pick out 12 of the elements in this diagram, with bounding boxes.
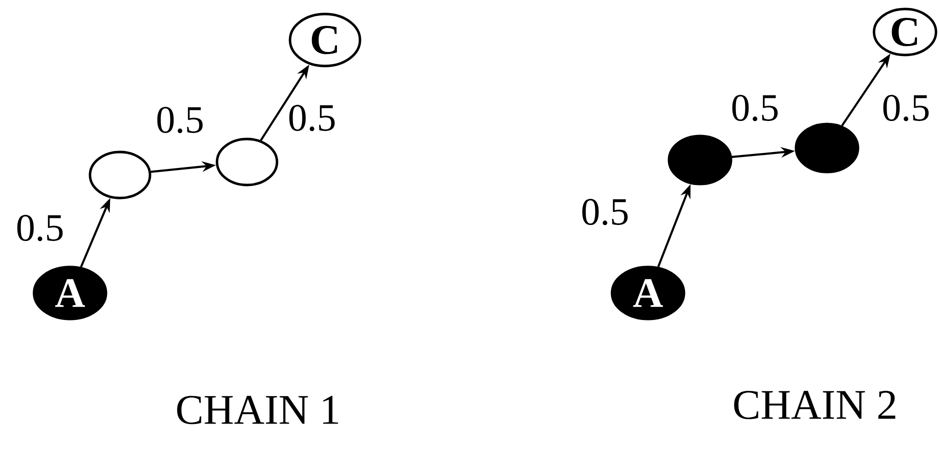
edge-label: 0.5	[880, 93, 932, 123]
chain-title: CHAIN 2	[734, 390, 896, 420]
edge-label: 0.5	[729, 93, 781, 123]
filled-circle	[794, 122, 860, 174]
empty-circle	[88, 150, 152, 200]
empty-circle	[216, 138, 278, 186]
chain-title: CHAIN 1	[177, 396, 338, 424]
edge-label: 0.5	[14, 213, 66, 243]
edge-label: 0.5	[286, 103, 338, 133]
edge-label: 0.5	[579, 197, 631, 227]
edge-label: 0.5	[154, 105, 206, 135]
filled-circle	[668, 134, 732, 186]
